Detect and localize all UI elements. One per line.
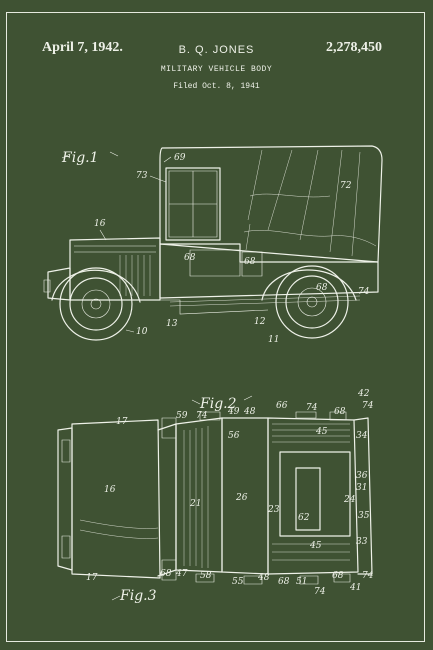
ref-34: 34: [356, 431, 368, 441]
ref-56: 56: [228, 431, 240, 441]
ref-13: 13: [166, 319, 178, 329]
ref-11: 11: [268, 335, 279, 345]
ref-74f: 74: [362, 571, 374, 581]
ref-12: 12: [254, 317, 266, 327]
ref-47: 47: [175, 569, 188, 579]
ref-72: 72: [340, 181, 352, 191]
ref-55: 55: [232, 577, 244, 587]
ref-69: 69: [174, 153, 186, 163]
ref-45a: 45: [315, 427, 328, 437]
ref-68e: 68: [160, 569, 172, 579]
ref-48a: 48: [243, 407, 256, 417]
patent-title: MILITARY VEHICLE BODY: [160, 65, 273, 74]
ref-66: 66: [276, 401, 288, 411]
fig2-label: Fig.2: [199, 396, 237, 412]
ref-51: 51: [296, 577, 307, 587]
ref-24: 24: [343, 495, 356, 505]
ref-68g: 68: [332, 571, 344, 581]
ref-73: 73: [136, 171, 148, 181]
fig1-side-view: Fig.1: [43, 145, 383, 345]
ref-68b: 68: [244, 257, 256, 267]
fig2-plan-view: Fig.2 Fig.3: [57, 389, 374, 604]
ref-74d: 74: [362, 401, 374, 411]
ref-74a: 74: [358, 287, 370, 297]
filing-date: Filed Oct. 8, 1941: [173, 82, 260, 91]
ref-68f: 68: [278, 577, 290, 587]
fig1-label: Fig.1: [61, 150, 99, 166]
ref-17: 17: [116, 417, 128, 427]
ref-45b: 45: [309, 541, 322, 551]
ref-59: 59: [176, 411, 188, 421]
ref-68a: 68: [184, 253, 196, 263]
ref-21: 21: [189, 499, 201, 509]
ref-62: 62: [298, 513, 310, 523]
patent-date: April 7, 1942.: [42, 40, 123, 55]
sheet-border: [6, 12, 425, 642]
ref-16: 16: [94, 219, 106, 229]
ref-16b: 16: [104, 485, 116, 495]
ref-31: 31: [356, 483, 367, 493]
ref-36: 36: [356, 471, 368, 481]
ref-17b: 17: [86, 573, 98, 583]
ref-74e: 74: [314, 587, 326, 597]
ref-41: 41: [349, 583, 361, 593]
ref-68d: 68: [334, 407, 346, 417]
patent-number: 2,278,450: [326, 40, 382, 55]
ref-49: 49: [227, 407, 240, 417]
ref-33: 33: [356, 537, 368, 547]
ref-74b: 74: [196, 411, 208, 421]
ref-48b: 48: [257, 573, 270, 583]
ref-74c: 74: [306, 403, 318, 413]
inventor-name: B. Q. JONES: [178, 44, 255, 56]
ref-10: 10: [136, 327, 148, 337]
ref-42: 42: [357, 389, 370, 399]
ref-58: 58: [200, 571, 212, 581]
ref-68c: 68: [316, 283, 328, 293]
ref-23: 23: [267, 505, 280, 515]
ref-26: 26: [235, 493, 248, 503]
fig3-label: Fig.3: [119, 588, 157, 604]
ref-35: 35: [358, 511, 370, 521]
